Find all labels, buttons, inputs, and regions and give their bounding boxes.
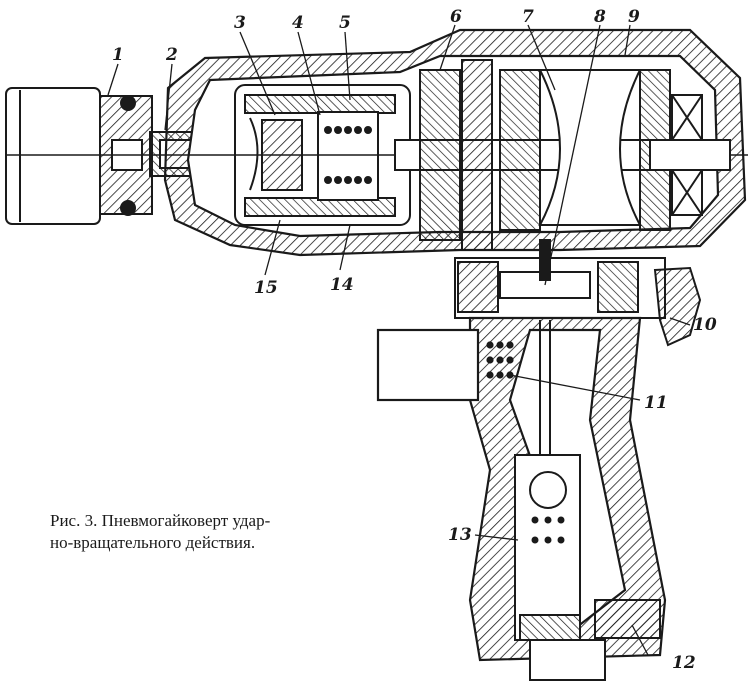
callout-13: 13 xyxy=(448,525,472,545)
callout-8: 8 xyxy=(593,7,606,27)
trigger xyxy=(653,266,702,347)
callout-14: 14 xyxy=(330,275,354,295)
callout-7: 7 xyxy=(522,7,534,27)
handle-spring xyxy=(486,341,514,379)
leader-lines xyxy=(107,24,691,656)
callout-9: 9 xyxy=(628,7,640,27)
callout-10: 10 xyxy=(693,315,717,335)
callout-12: 12 xyxy=(672,653,696,673)
callout-11: 11 xyxy=(644,393,668,413)
air-inlet-fitting xyxy=(529,599,661,681)
impact-mechanism xyxy=(234,84,411,226)
callout-3: 3 xyxy=(234,13,246,33)
callout-5: 5 xyxy=(339,13,351,33)
callout-6: 6 xyxy=(450,7,462,27)
caption-line-1: Рис. 3. Пневмогайковерт удар- xyxy=(50,511,271,530)
callout-1: 1 xyxy=(112,45,124,65)
callout-4: 4 xyxy=(292,13,304,33)
valve-block xyxy=(454,239,666,319)
caption-line-2: но-вращательного действия. xyxy=(50,533,256,552)
socket-head xyxy=(5,87,153,225)
callout-2: 2 xyxy=(165,45,178,65)
rotor xyxy=(499,69,731,231)
clutch-spring xyxy=(324,126,372,184)
callout-15: 15 xyxy=(254,278,278,298)
figure-caption: Рис. 3. Пневмогайковерт удар- но-вращате… xyxy=(50,510,370,554)
inlet-valve xyxy=(514,454,581,641)
